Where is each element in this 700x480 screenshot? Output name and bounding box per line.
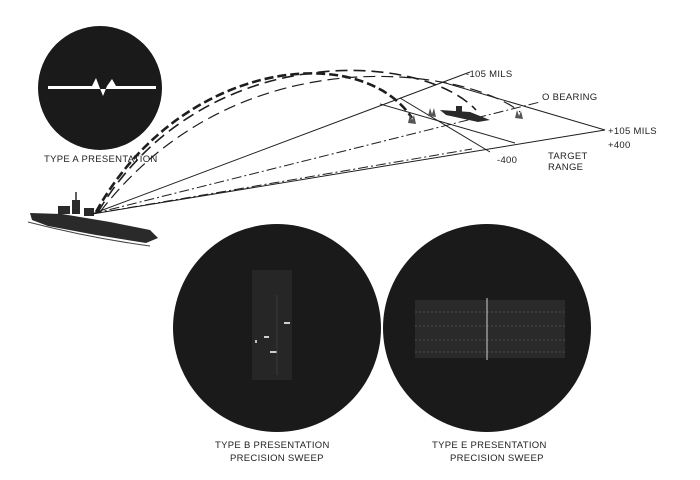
label-target: TARGET: [548, 151, 588, 162]
type-e-scope: [383, 224, 591, 432]
trajectory-arcs: [94, 69, 521, 213]
type-a-scope: [38, 26, 162, 150]
label-plus-400: +400: [608, 140, 631, 151]
type-b-scope: [173, 224, 381, 432]
target-ship-icon: [440, 106, 490, 122]
bearing-lines: [91, 71, 606, 215]
type-e-label-line2: PRECISION SWEEP: [450, 453, 544, 464]
ship-icon: [27, 192, 158, 247]
label-plus-105-mils: +105 MILS: [608, 126, 657, 137]
type-b-label-line2: PRECISION SWEEP: [230, 453, 324, 464]
label-minus-400: -400: [497, 155, 517, 166]
label-zero-bearing: O BEARING: [542, 92, 598, 103]
label-minus-105-mils: -105 MILS: [466, 69, 513, 80]
label-range: RANGE: [548, 162, 583, 173]
type-e-label-line1: TYPE E PRESENTATION: [432, 440, 547, 451]
type-a-label: TYPE A PRESENTATION: [44, 154, 158, 165]
type-b-label-line1: TYPE B PRESENTATION: [215, 440, 330, 451]
splash-marks: [408, 108, 523, 124]
range-grid: [379, 81, 606, 153]
